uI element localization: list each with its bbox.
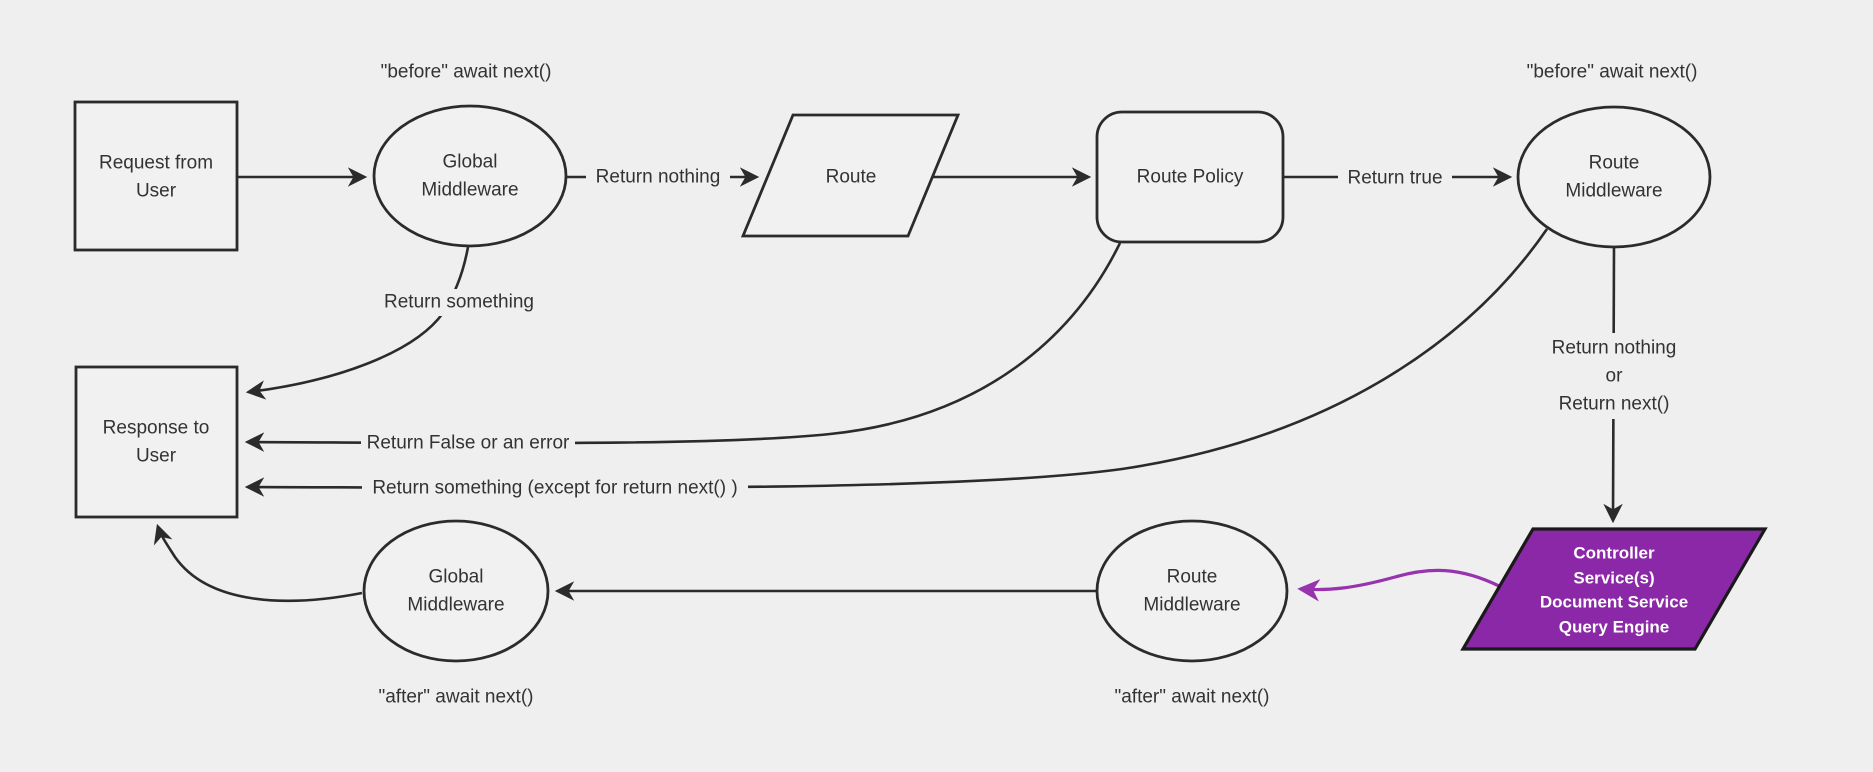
edge-label-return-nothing: Return nothing	[586, 164, 730, 191]
global-middleware-bottom-label-line1: Global	[429, 567, 484, 588]
edge-label-return-nothing-or-next-bg	[1534, 333, 1694, 419]
route-policy-label: Route Policy	[1137, 167, 1244, 188]
edge-label-return-something-except-text: Return something (except for return next…	[372, 478, 737, 499]
route-middleware-top-node: Route Middleware	[1516, 105, 1712, 249]
edge-label-return-something: Return something	[377, 289, 541, 316]
response-node-label-line1: Response to	[103, 418, 210, 439]
response-node-shape	[74, 365, 239, 519]
global-middleware-top-label-line1: Global	[443, 152, 498, 173]
edge-label-return-nothing-text: Return nothing	[596, 167, 721, 188]
route-node: Route	[740, 113, 961, 238]
edge-label-return-true-text: Return true	[1347, 168, 1442, 189]
route-middleware-top-label-line2: Middleware	[1565, 181, 1662, 202]
edge-label-return-false-or-error-text: Return False or an error	[367, 433, 570, 454]
route-middleware-bottom-label-line2: Middleware	[1143, 595, 1240, 616]
route-policy-node: Route Policy	[1095, 110, 1285, 244]
route-middleware-top-label-line1: Route	[1589, 153, 1640, 174]
edge-label-return-true: Return true	[1338, 164, 1452, 191]
edge-label-return-false-or-error-bg	[361, 429, 575, 456]
global-middleware-top-node: Global Middleware	[372, 104, 568, 248]
controller-node: Controller Service(s) Document Service Q…	[1460, 527, 1768, 651]
edge-label-return-something-except-bg	[362, 474, 748, 501]
global-middleware-top-label-line2: Middleware	[421, 180, 518, 201]
annotation-before-await-left: "before" await next()	[381, 62, 552, 83]
edge-global-middleware-to-response	[245, 246, 470, 400]
response-node-label-line2: User	[136, 446, 177, 467]
route-policy-shape	[1095, 110, 1285, 244]
route-middleware-bottom-shape	[1095, 519, 1289, 663]
edge-global-middleware-bottom-to-response	[153, 523, 363, 603]
request-node-label-line2: User	[136, 181, 177, 202]
annotation-before-await-right: "before" await next()	[1527, 62, 1698, 83]
controller-label-line1: Controller	[1573, 544, 1655, 563]
edge-label-return-nothing-or-next: Return nothing or Return next()	[1534, 333, 1694, 419]
route-node-shape	[740, 113, 961, 238]
route-middleware-top-shape	[1516, 105, 1712, 249]
global-middleware-top-shape	[372, 104, 568, 248]
route-middleware-bottom-label-line1: Route	[1167, 567, 1218, 588]
global-middleware-bottom-node: Global Middleware	[362, 519, 550, 663]
edge-label-return-true-bg	[1338, 164, 1452, 191]
controller-label-line4: Query Engine	[1559, 618, 1670, 637]
edge-label-return-nothing-or-next-line3: Return next()	[1559, 394, 1670, 415]
request-node-label-line1: Request from	[99, 153, 213, 174]
request-node-shape	[73, 100, 239, 252]
annotation-after-await-right: "after" await next()	[1115, 687, 1270, 708]
controller-label-line2: Service(s)	[1573, 569, 1654, 588]
edge-label-return-nothing-bg	[586, 164, 730, 191]
annotation-after-await-left: "after" await next()	[379, 687, 534, 708]
global-middleware-bottom-label-line2: Middleware	[407, 595, 504, 616]
controller-node-shape	[1460, 527, 1768, 651]
controller-label-line3: Document Service	[1540, 593, 1688, 612]
response-node: Response to User	[74, 365, 239, 519]
edge-label-return-something-bg	[377, 289, 541, 316]
route-node-label: Route	[826, 167, 877, 188]
edge-label-return-something-except: Return something (except for return next…	[362, 474, 748, 501]
edge-label-return-something-text: Return something	[384, 292, 534, 313]
edge-controller-to-route-middleware-bottom	[1297, 568, 1500, 602]
edge-label-return-false-or-error: Return False or an error	[361, 429, 575, 456]
request-node: Request from User	[73, 100, 239, 252]
edge-label-return-nothing-or-next-line1: Return nothing	[1552, 338, 1677, 359]
edge-label-return-nothing-or-next-line2: or	[1606, 366, 1624, 387]
edge-route-policy-to-response	[244, 242, 1122, 452]
global-middleware-bottom-shape	[362, 519, 550, 663]
route-middleware-bottom-node: Route Middleware	[1095, 519, 1289, 663]
